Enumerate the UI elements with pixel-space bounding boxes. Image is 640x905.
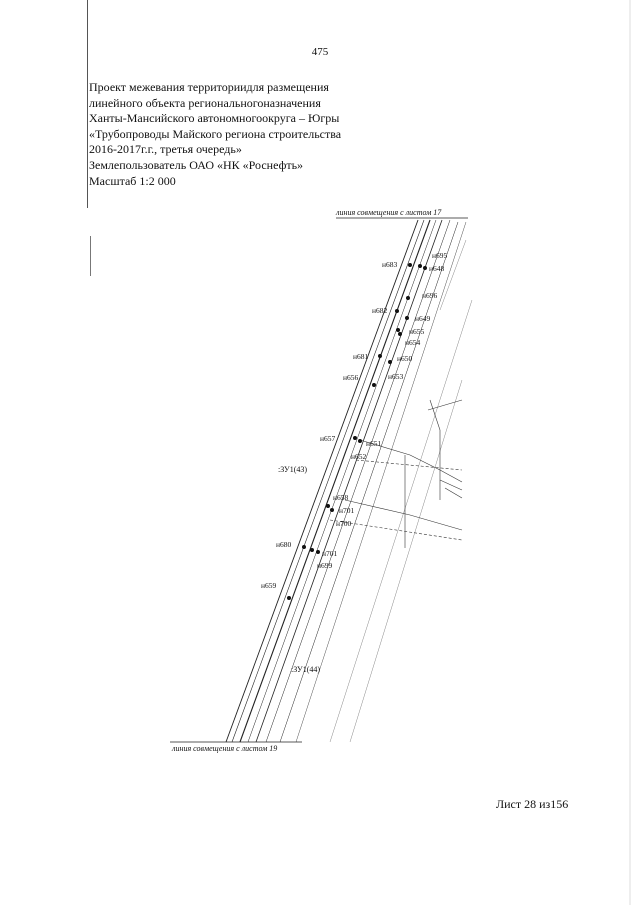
point-label: н682 [372, 306, 388, 315]
point-label: н696 [422, 291, 438, 300]
point-label: н653 [388, 372, 404, 381]
scale-line: Масштаб 1:2 000 [89, 173, 176, 188]
margin-rule [87, 0, 88, 208]
point-label: н650 [397, 354, 413, 363]
point-marker [358, 439, 362, 443]
sheet-number: Лист 28 из156 [496, 797, 569, 811]
point-marker [418, 264, 422, 268]
survey-points [287, 263, 427, 600]
point-marker [396, 328, 400, 332]
point-marker [388, 360, 392, 364]
title-block: Проект межевания территориидля размещени… [89, 80, 409, 189]
match-line-top-label: линия совмещения с листом 17 [335, 208, 442, 217]
point-label: н651 [366, 439, 382, 448]
title-line-1: Проект межевания территориидля размещени… [89, 80, 329, 94]
point-marker [395, 309, 399, 313]
parcel-label: :ЗУ1(44) [291, 665, 320, 674]
point-marker [408, 263, 412, 267]
point-labels: н695 н683 н648 н696 н682 н649 н655 н654 … [261, 251, 448, 590]
land-user-line: Землепользователь ОАО «НК «Роснефть» [89, 157, 304, 172]
corridor-lines [225, 219, 467, 743]
point-label: н683 [382, 260, 398, 269]
point-marker [302, 545, 306, 549]
point-marker [316, 550, 320, 554]
point-label: н656 [343, 373, 359, 382]
point-marker [353, 436, 357, 440]
point-label: н680 [276, 540, 292, 549]
point-label: н658 [333, 493, 349, 502]
page-number: 475 [311, 46, 329, 58]
point-label: н649 [415, 314, 431, 323]
point-marker [310, 548, 314, 552]
point-label: н701 [322, 549, 338, 558]
point-label: н659 [261, 581, 277, 590]
point-marker [330, 508, 334, 512]
point-marker [405, 316, 409, 320]
point-label: н648 [429, 264, 445, 273]
margin-rule-lower [90, 236, 91, 276]
point-marker [398, 332, 402, 336]
point-marker [423, 266, 427, 270]
point-label: н700 [336, 519, 352, 528]
title-line-3: Ханты-Мансийского автономногоокруга – Юг… [89, 111, 340, 126]
point-label: н701 [339, 506, 355, 515]
point-label: н655 [409, 327, 425, 336]
title-line-4: «Трубопроводы Майского региона строитель… [89, 126, 342, 141]
point-label: н652 [351, 452, 367, 461]
point-marker [287, 596, 291, 600]
title-line-5: 2016-2017г.г., третья очередь» [89, 142, 242, 157]
adjacent-lines [329, 239, 473, 743]
point-label: н695 [432, 251, 448, 260]
point-marker [406, 296, 410, 300]
title-line-2: линейного объекта региональногоназначени… [89, 95, 321, 110]
point-label: н699 [317, 561, 333, 570]
point-marker [326, 504, 330, 508]
point-label: н657 [320, 434, 336, 443]
point-label: н654 [405, 338, 421, 347]
point-label: н681 [353, 352, 369, 361]
match-line-bottom-label: линия совмещения с листом 19 [171, 744, 277, 753]
point-marker [378, 354, 382, 358]
crossing-structures [329, 399, 463, 548]
parcel-label: :ЗУ1(43) [278, 465, 307, 474]
point-marker [372, 383, 376, 387]
